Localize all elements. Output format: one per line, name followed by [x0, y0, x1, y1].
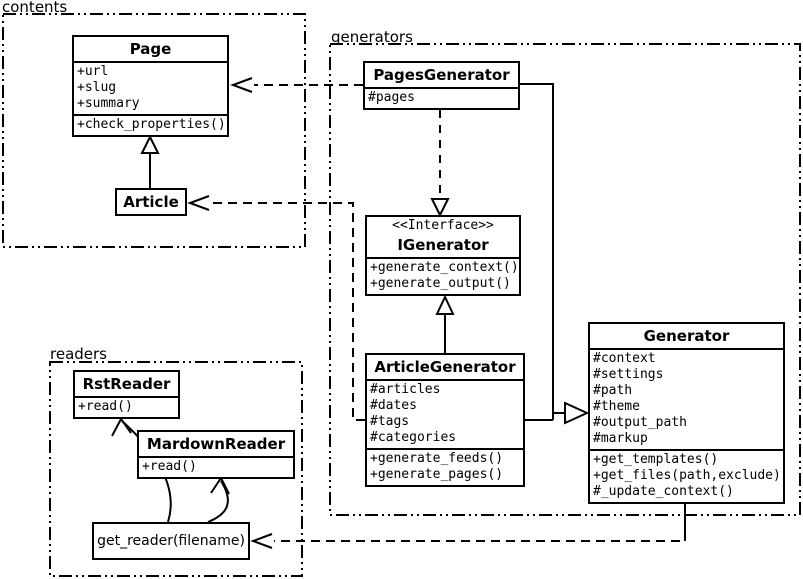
- class-member: +generate_feeds(): [370, 451, 504, 466]
- class-member: +slug: [77, 80, 117, 95]
- class-member: #tags: [370, 414, 410, 429]
- class-rstreader: RstReader +read(): [73, 370, 180, 419]
- edge-generator-depends-getreader: [250, 501, 686, 549]
- class-title: Generator: [643, 327, 730, 345]
- class-attributes: #articles#dates#tags#categories: [367, 379, 523, 448]
- class-member: +summary: [77, 96, 140, 111]
- class-title: Page: [129, 40, 172, 58]
- edge-article-extends-page: [140, 134, 160, 188]
- class-member: #dates: [370, 398, 417, 413]
- edge-pagesgenerator-depends-page: [230, 77, 363, 93]
- class-attributes: +url+slug+summary: [74, 61, 227, 114]
- class-attributes: #pages: [365, 87, 518, 108]
- class-member: #categories: [370, 430, 457, 445]
- class-title: MardownReader: [146, 435, 286, 453]
- class-article: Article: [115, 188, 187, 216]
- class-title: ArticleGenerator: [374, 358, 516, 376]
- class-member: #markup: [593, 431, 648, 446]
- class-igenerator: <<Interface>> IGenerator +generate_conte…: [365, 215, 521, 296]
- class-member: +generate_output(): [370, 276, 511, 291]
- stereotype-label: <<Interface>>: [392, 218, 494, 233]
- class-member: #_update_context(): [593, 484, 734, 499]
- class-title-text: IGenerator: [397, 236, 489, 254]
- class-methods: +generate_feeds()+generate_pages(): [367, 448, 523, 485]
- class-member: +get_templates(): [593, 452, 719, 467]
- class-methods: +get_templates()+get_files(path,exclude)…: [590, 449, 783, 502]
- edge-pagesgenerator-realizes-igenerator: [430, 110, 450, 218]
- generators-package-frame: [329, 43, 801, 516]
- class-page: Page +url+slug+summary +check_properties…: [72, 35, 229, 137]
- class-methods: +check_properties(): [74, 114, 227, 135]
- readers-package-label: readers: [50, 345, 107, 363]
- class-member: +read(): [78, 399, 133, 414]
- edge-articlegenerator-depends-article: [187, 195, 365, 421]
- class-member: +url: [77, 64, 109, 79]
- edge-articlegenerator-extends-igenerator: [435, 294, 455, 353]
- class-methods: +read(): [139, 456, 293, 477]
- class-title: PagesGenerator: [373, 66, 510, 84]
- class-pagesgenerator: PagesGenerator #pages: [363, 61, 520, 110]
- contents-package-frame: [2, 13, 306, 248]
- generators-package-label: generators: [331, 28, 413, 46]
- class-member: #context: [593, 351, 656, 366]
- class-title: RstReader: [82, 375, 171, 393]
- edge-generators-extend-generator: [520, 83, 590, 425]
- readers-package-frame: [49, 361, 303, 577]
- function-get-reader: get_reader(filename): [92, 522, 250, 560]
- edge-getreader-to-mardownreader: [207, 476, 230, 523]
- class-member: #output_path: [593, 415, 687, 430]
- class-mardownreader: MardownReader +read(): [137, 430, 295, 479]
- class-member: #pages: [368, 90, 415, 105]
- class-member: #theme: [593, 399, 640, 414]
- class-member: +check_properties(): [77, 117, 226, 132]
- class-member: +generate_pages(): [370, 467, 504, 482]
- class-methods: +read(): [75, 396, 178, 417]
- class-generator: Generator #context#settings#path#theme#o…: [588, 322, 785, 504]
- class-methods: +generate_context()+generate_output(): [367, 257, 519, 294]
- class-member: +get_files(path,exclude): [593, 468, 781, 483]
- class-attributes: #context#settings#path#theme#output_path…: [590, 348, 783, 449]
- class-title: Article: [123, 193, 179, 211]
- class-member: +generate_context(): [370, 260, 519, 275]
- class-member: #path: [593, 383, 633, 398]
- class-title: <<Interface>> IGenerator: [367, 217, 519, 257]
- class-articlegenerator: ArticleGenerator #articles#dates#tags#ca…: [365, 353, 525, 487]
- contents-package-label: contents: [2, 0, 68, 16]
- class-member: #articles: [370, 382, 441, 397]
- class-member: +read(): [142, 459, 197, 474]
- class-member: #settings: [593, 367, 664, 382]
